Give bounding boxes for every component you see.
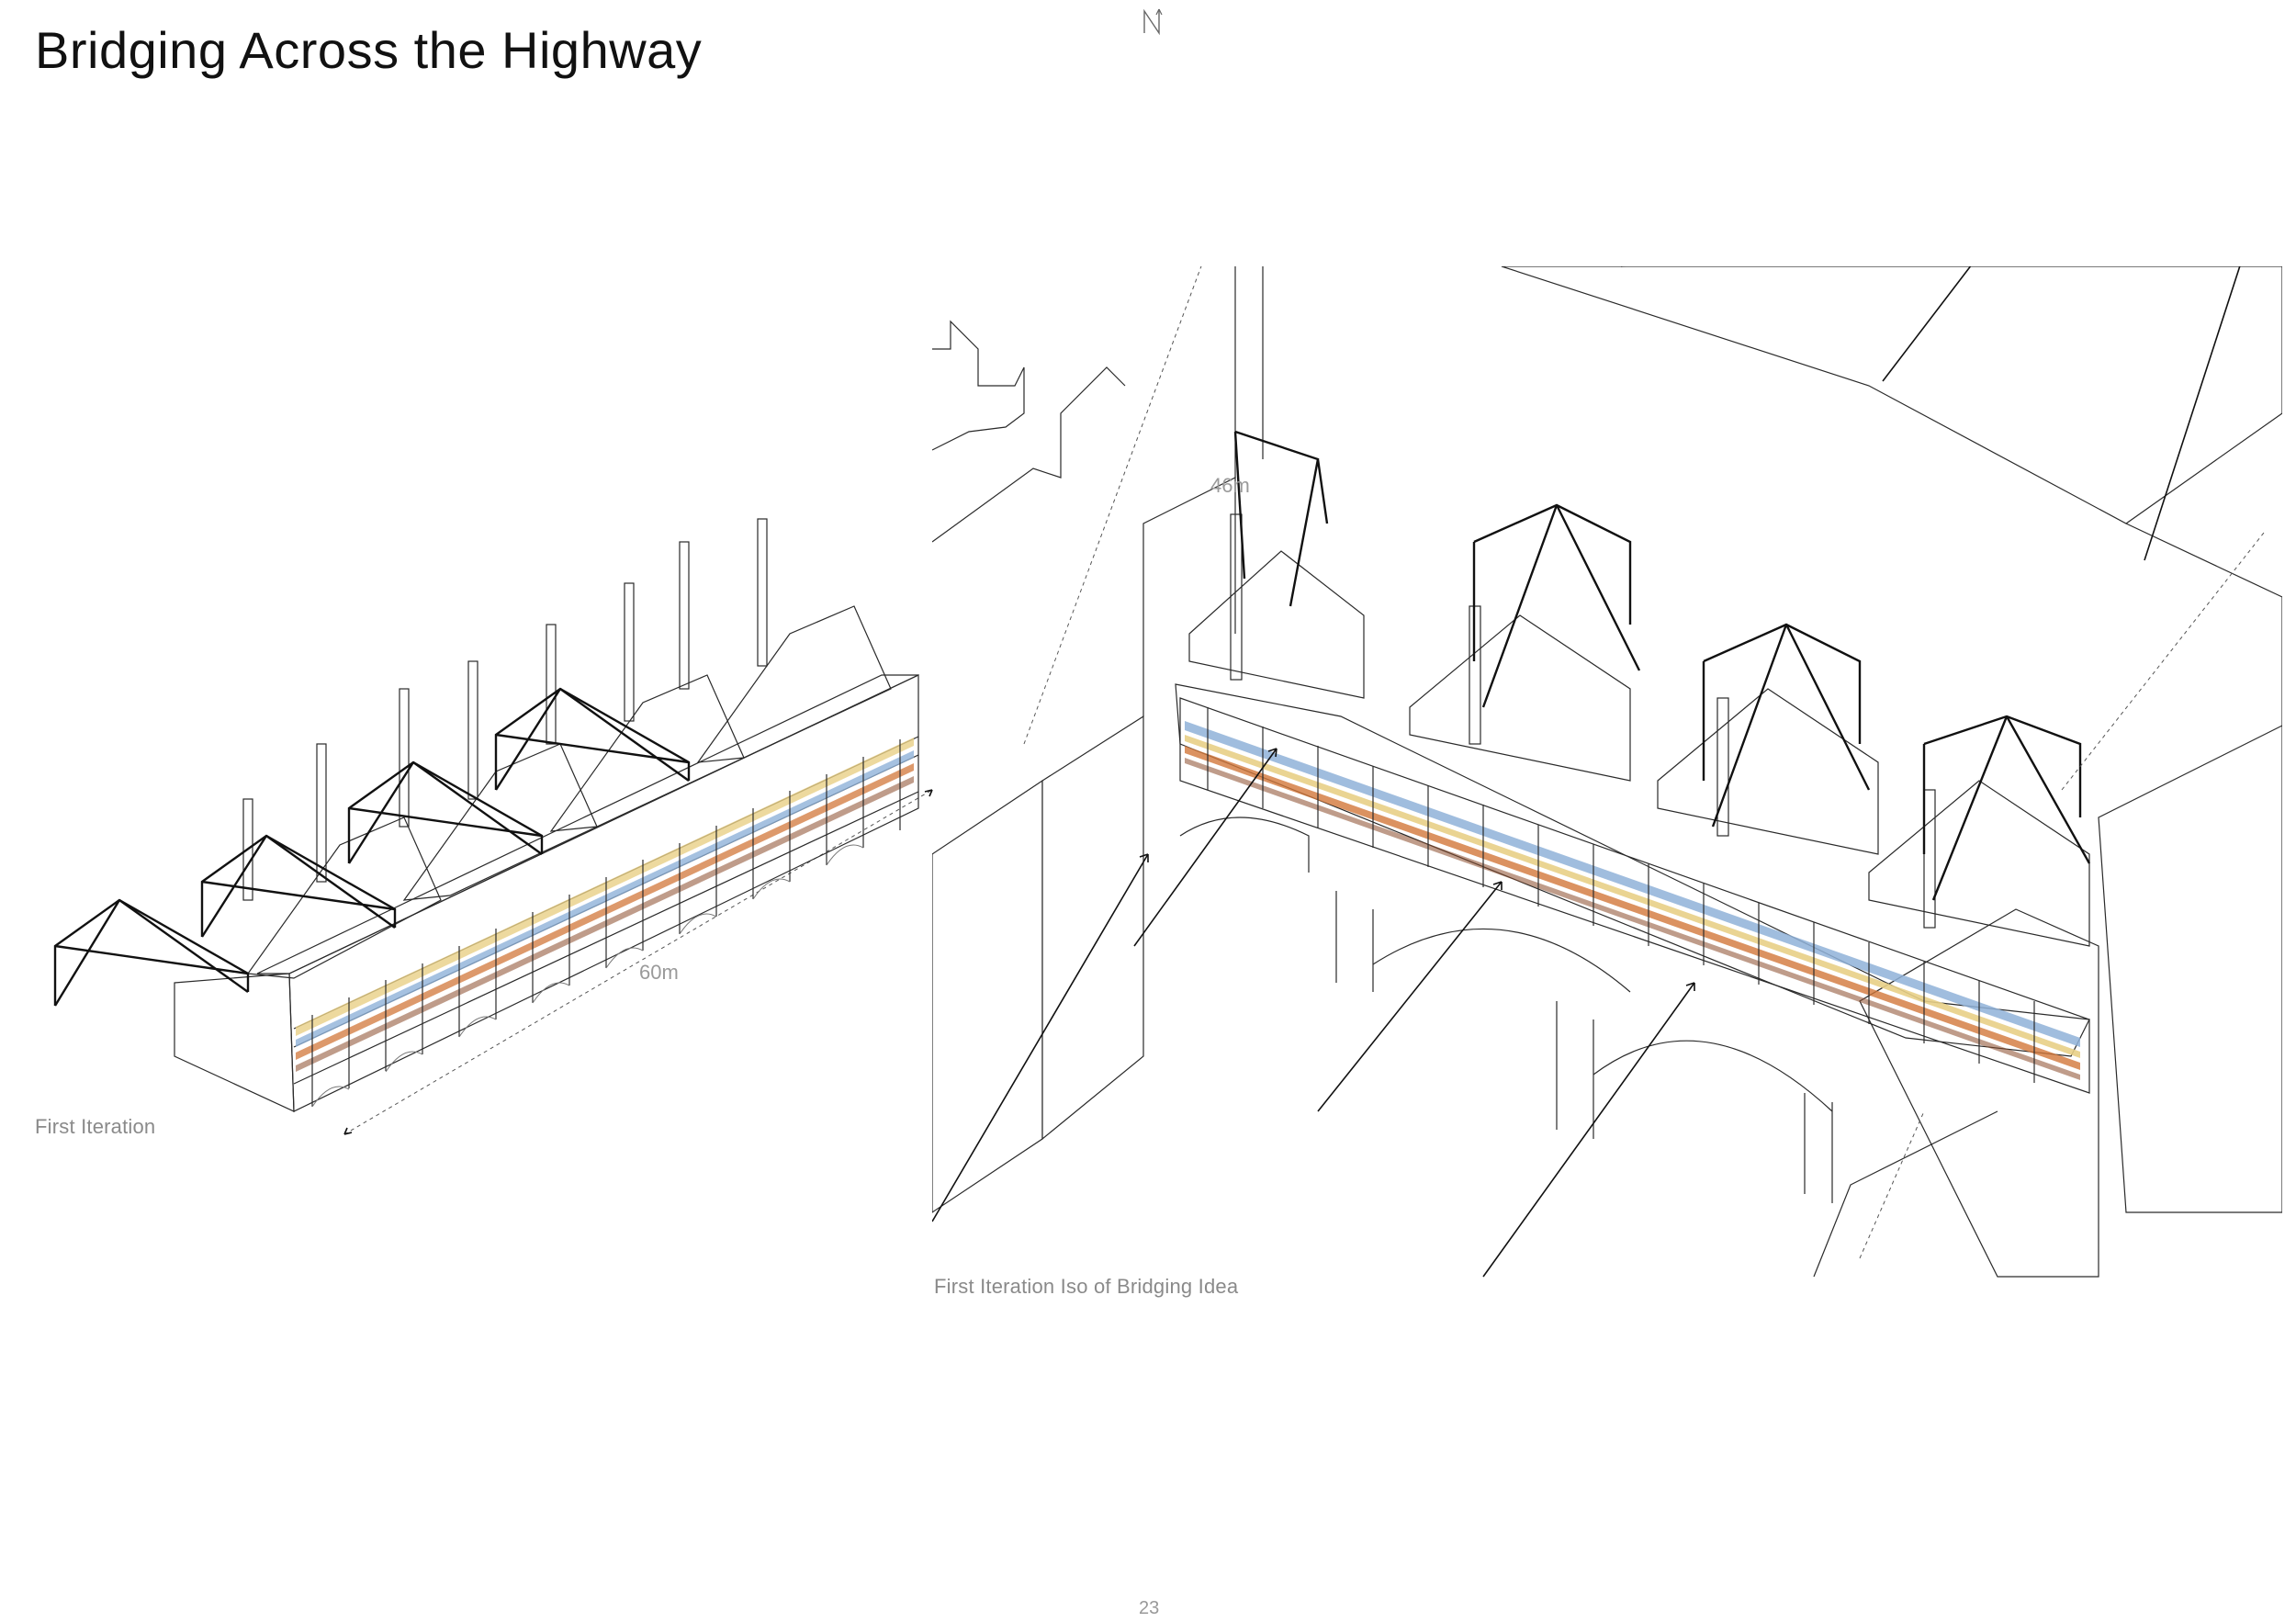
bridge-arches [1179,817,1833,1203]
left-caption: First Iteration [35,1115,156,1138]
dimension-label-60m: 60m [639,961,679,984]
north-arrow-icon [1143,8,1163,36]
frame-structures [1233,430,2091,901]
bridge-facade [1179,697,2090,1094]
page-number: 23 [1139,1598,1160,1618]
bridge-facade [288,674,919,1112]
left-iso-drawing [53,518,933,1135]
dimension-line-46m [1023,266,1202,745]
bridge-mullions [311,739,901,1107]
right-iso-drawing [932,266,2282,1278]
frame-structures [53,687,691,1007]
bridge-mullions [1207,707,2035,1083]
bridge-shelving [1185,721,2080,1080]
rooftop-modules [242,518,892,979]
highway-direction-arrows [932,266,2241,1278]
bridge-shelving [296,738,914,1072]
dimension-line-60m [343,789,933,1135]
bridge-arches [311,844,864,1108]
dimension-label-46m: 46m [1210,474,1250,497]
page-title: Bridging Across the Highway [35,21,703,79]
right-caption: First Iteration Iso of Bridging Idea [934,1275,1239,1298]
rooftop-modules [1188,513,2090,947]
